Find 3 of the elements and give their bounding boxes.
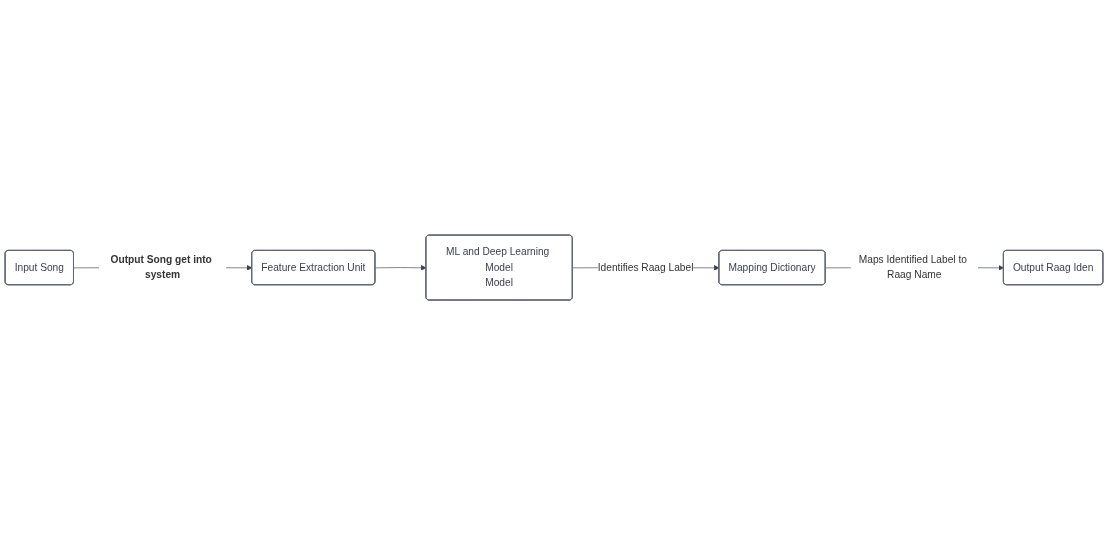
edge-label: Output Song get into system [110,254,212,281]
edge-label: Maps Identified Label to Raag Name [858,254,967,281]
edge-label: Identifies Raag Label [597,262,694,274]
